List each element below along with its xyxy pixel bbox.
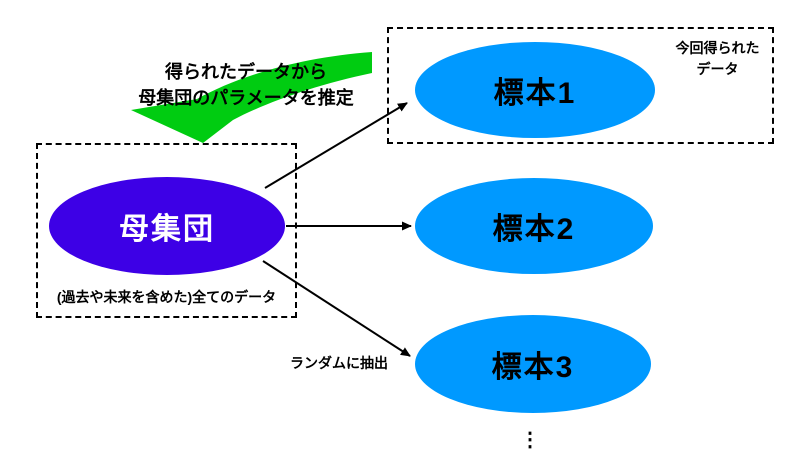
population-box	[36, 143, 297, 318]
population-ellipse	[49, 177, 285, 275]
more-samples-ellipsis: ⋮	[520, 429, 540, 451]
sample1-label: 標本1	[493, 77, 577, 110]
obtained-data-annotation-line2: データ	[696, 61, 739, 77]
obtained-data-annotation: 今回得られた データ	[655, 38, 780, 80]
population-caption: (過去や未来を含めた)全てのデータ	[56, 289, 277, 305]
sample2-label: 標本2	[492, 213, 576, 246]
arrow-to-sample1	[264, 102, 408, 189]
sample1-ellipse	[415, 42, 655, 138]
estimate-annotation-line2: 母集団のパラメータを推定	[138, 88, 354, 108]
estimate-green-arrow	[131, 52, 372, 143]
obtained-data-annotation-line1: 今回得られた	[675, 40, 760, 56]
arrow-to-sample3	[262, 260, 411, 357]
current-data-box	[387, 27, 774, 144]
sample3-ellipse	[415, 315, 651, 413]
estimate-annotation-line1: 得られたデータから	[165, 62, 327, 82]
sample3-label: 標本3	[491, 351, 575, 384]
sample2-ellipse	[415, 178, 653, 274]
estimate-annotation: 得られたデータから 母集団のパラメータを推定	[120, 59, 372, 111]
random-sampling-annotation: ランダムに抽出	[290, 355, 388, 371]
population-label: 母集団	[119, 213, 215, 246]
